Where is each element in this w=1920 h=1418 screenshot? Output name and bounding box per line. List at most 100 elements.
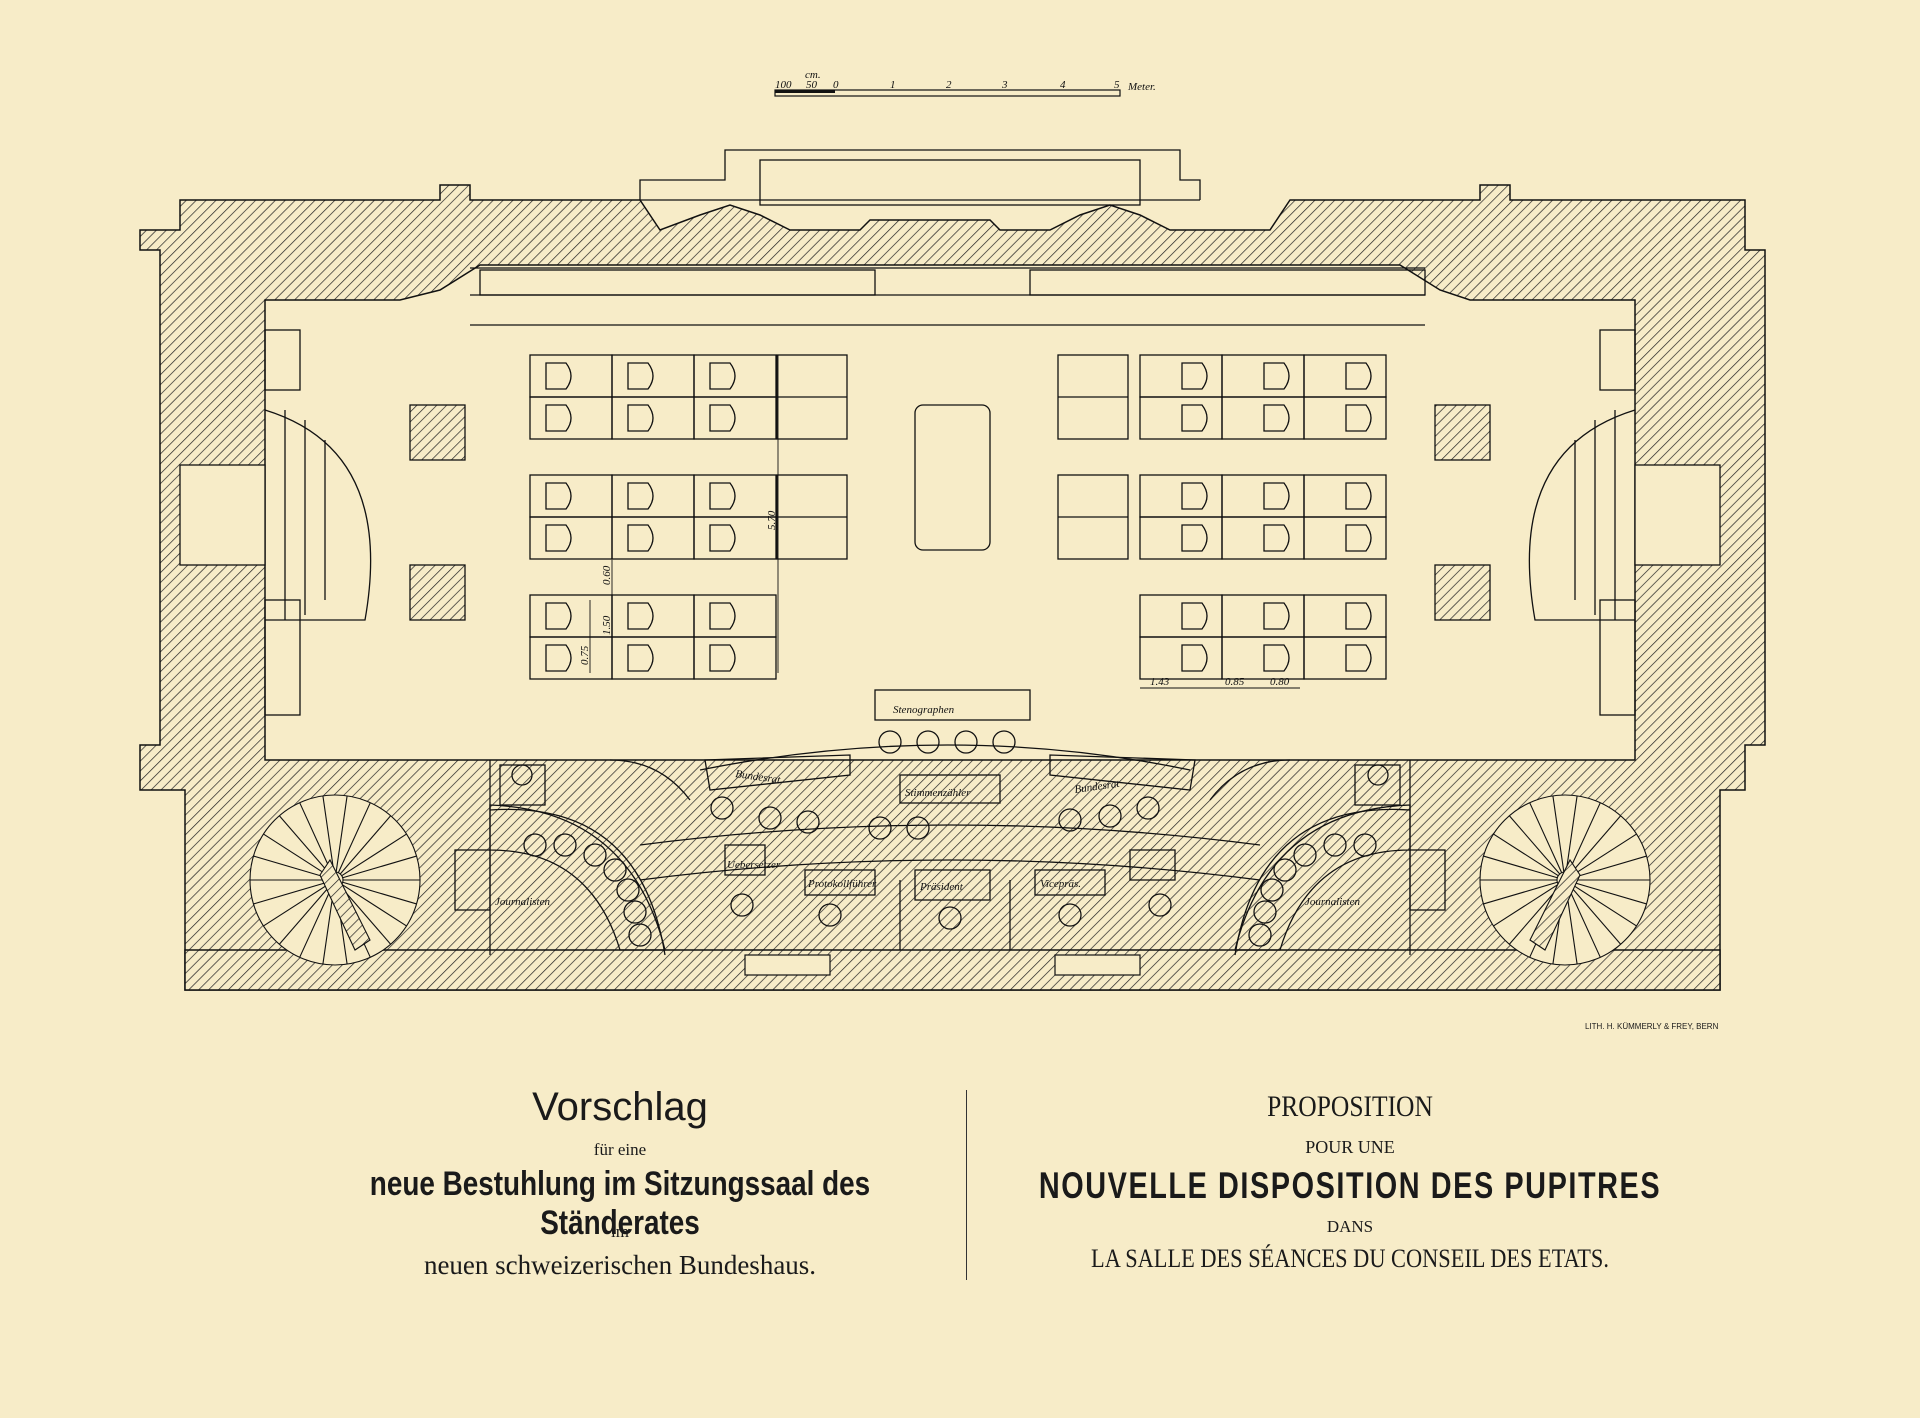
caption-fr-title: PROPOSITION [1267, 1090, 1433, 1123]
scale-tick-3: 3 [1001, 79, 1008, 91]
stair-tread [1552, 795, 1565, 873]
desk [1139, 354, 1223, 398]
seat [1181, 482, 1208, 510]
chair [1058, 903, 1082, 927]
desk [1221, 396, 1305, 440]
stair-tread [1569, 885, 1622, 945]
desk [1303, 594, 1387, 638]
seat [545, 482, 572, 510]
dimension-lines [589, 355, 1300, 689]
stair-tread [1508, 885, 1561, 945]
stair-tread [1493, 833, 1559, 877]
dim-143: 1.43 [1150, 676, 1170, 688]
desk [1139, 636, 1223, 680]
desk [1303, 636, 1387, 680]
stair-tread [1572, 881, 1647, 905]
chair [583, 843, 607, 867]
scale-unit-top: cm. [805, 69, 821, 81]
stair-tread [1529, 802, 1563, 873]
seat [1263, 524, 1290, 552]
left-niche [179, 329, 372, 716]
seat [709, 404, 736, 432]
label-stimmenzaehler: Stimmenzähler [905, 787, 971, 799]
dim-570: 5.70 [766, 510, 778, 530]
label-journalisten-left: Journalisten [495, 896, 550, 908]
chair [906, 816, 930, 840]
chair [1136, 796, 1160, 820]
caption-de-title: Vorschlag [532, 1085, 708, 1129]
chair [616, 878, 640, 902]
stair-tread [263, 833, 329, 877]
chair [1253, 900, 1277, 924]
seat [1263, 362, 1290, 390]
stair-tread [1508, 815, 1561, 875]
seat [1345, 602, 1372, 630]
label-journalisten-right: Journalisten [1305, 896, 1360, 908]
scale-tick-2: 2 [946, 79, 952, 91]
stair-tread [337, 802, 371, 873]
scale-unit-right: Meter. [1127, 81, 1156, 93]
seat [709, 362, 736, 390]
chair [938, 906, 962, 930]
lithographer-credit: LITH. H. KÜMMERLY & FREY, BERN [1585, 1022, 1719, 1031]
scale-tick-5: 5 [1114, 79, 1120, 91]
stair-tread [1571, 883, 1637, 927]
spiral-staircase-left [249, 794, 421, 966]
chair [796, 810, 820, 834]
stair-tread [299, 802, 333, 873]
chair [1098, 804, 1122, 828]
caption-divider [966, 1090, 967, 1280]
seat [1181, 404, 1208, 432]
chair [1248, 923, 1272, 947]
stenographers-desk [874, 689, 1031, 754]
stair-tread [278, 815, 331, 875]
seat [1263, 404, 1290, 432]
dim-075: 0.75 [579, 645, 591, 665]
label-stenographen: Stenographen [893, 704, 955, 716]
chair [623, 900, 647, 924]
seat [627, 644, 654, 672]
desk [1221, 516, 1305, 560]
desk [1303, 474, 1387, 518]
chair [710, 796, 734, 820]
stair-tread [253, 855, 328, 879]
heating-niches [409, 404, 1491, 621]
stair-tread [1567, 802, 1601, 873]
label-vizepraes: Vicepräs. [1040, 878, 1081, 890]
seat [709, 482, 736, 510]
seat [1345, 404, 1372, 432]
bureau-chairs [523, 796, 1377, 947]
seat [545, 404, 572, 432]
center-table [914, 404, 991, 551]
spiral-staircase-right [1479, 794, 1651, 966]
seat [1181, 362, 1208, 390]
stair-tread [1572, 855, 1647, 879]
caption-de-line2: im [611, 1222, 629, 1241]
outer-walls [139, 184, 1766, 991]
seat [709, 644, 736, 672]
chair [818, 903, 842, 927]
scale-tick-0: 0 [833, 79, 839, 91]
label-protokollfuehrer: Protokollführer [807, 878, 877, 890]
seat [627, 524, 654, 552]
chair [758, 806, 782, 830]
label-praesident: Präsident [919, 881, 964, 893]
label-uebersetzer: Uebersetzer [727, 859, 781, 871]
stair-tread [322, 795, 335, 873]
seat [1345, 644, 1372, 672]
right-niche [1528, 329, 1721, 716]
journalist-galleries [454, 804, 1446, 951]
desk-rows [529, 354, 1387, 680]
stair-tread [339, 815, 392, 875]
chair [1323, 833, 1347, 857]
dim-150: 1.50 [601, 615, 613, 635]
desk [1139, 516, 1223, 560]
caption-de-line1: für eine [593, 1140, 647, 1159]
chair [553, 833, 577, 857]
scale-tick-1: 1 [890, 79, 896, 91]
stair-tread [299, 887, 333, 958]
top-entrance [470, 149, 1426, 326]
seat [1181, 524, 1208, 552]
stair-tread [1483, 855, 1558, 879]
